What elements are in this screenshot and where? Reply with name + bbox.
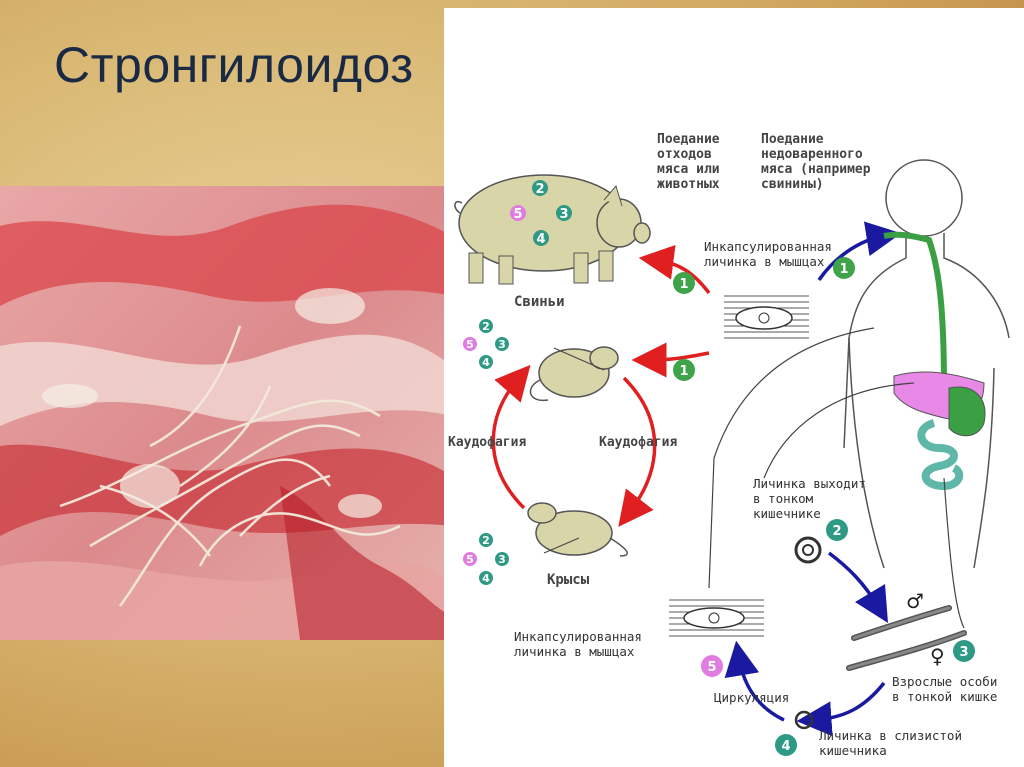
stage-badge-4: 4 xyxy=(775,734,797,756)
svg-text:5: 5 xyxy=(466,553,474,566)
svg-text:4: 4 xyxy=(482,572,490,585)
rat-upper-illustration xyxy=(529,346,619,402)
svg-text:5: 5 xyxy=(707,660,716,675)
svg-text:4: 4 xyxy=(781,739,790,754)
svg-text:5: 5 xyxy=(513,207,522,222)
label-pigs: Свиньи xyxy=(514,294,565,310)
stage-badge: 3 xyxy=(495,337,509,351)
label-caudophagy-right: Каудофагия xyxy=(599,435,678,450)
label-eating-waste: Поедание отходов мяса или животных xyxy=(657,132,720,192)
stage-badge-2: 2 xyxy=(826,519,848,541)
label-encapsulated-top: Инкапсулированная личинка в мышцах xyxy=(704,239,832,269)
svg-text:2: 2 xyxy=(482,534,490,547)
encapsulated-larva-top xyxy=(724,295,809,339)
svg-text:1: 1 xyxy=(839,262,848,277)
svg-text:1: 1 xyxy=(679,364,688,379)
stage-badge: 3 xyxy=(556,205,572,222)
stage-badge-1-pig: 1 xyxy=(673,272,695,294)
label-rats: Крысы xyxy=(547,572,590,588)
label-eating-undercooked: Поедание недоваренного мяса (например св… xyxy=(761,132,871,192)
label-adults: Взрослые особи в тонкой кишке xyxy=(892,674,998,704)
stage-badge: 5 xyxy=(463,337,477,351)
rat-lower-illustration xyxy=(527,502,628,557)
stage-badge: 2 xyxy=(532,180,548,197)
svg-text:5: 5 xyxy=(466,338,474,351)
label-circulation: Циркуляция xyxy=(714,690,790,705)
stage-badge: 4 xyxy=(533,230,549,247)
svg-text:4: 4 xyxy=(536,232,545,247)
stage-badge: 5 xyxy=(510,205,526,222)
stage-badge: 3 xyxy=(495,552,509,566)
svg-text:3: 3 xyxy=(498,338,506,351)
label-encapsulated-bottom: Инкапсулированная личинка в мышцах xyxy=(514,629,642,659)
female-symbol: ♀ xyxy=(930,644,945,668)
stage-badge: 4 xyxy=(479,571,493,585)
pig-illustration xyxy=(454,174,651,285)
tissue-photo xyxy=(0,186,452,640)
lifecycle-diagram: 2 3 4 5 2 3 4 5 2 3 4 5 1 1 1 2 3 4 5 ♂ … xyxy=(444,8,1024,767)
stage-badge-5: 5 xyxy=(701,655,723,677)
svg-text:2: 2 xyxy=(482,320,490,333)
svg-text:1: 1 xyxy=(679,277,688,292)
svg-text:3: 3 xyxy=(959,645,968,660)
svg-text:4: 4 xyxy=(482,356,490,369)
stage-badge: 5 xyxy=(463,552,477,566)
slide-title: Стронгилоидоз xyxy=(54,37,414,93)
stage-badge: 4 xyxy=(479,355,493,369)
human-silhouette xyxy=(843,159,1010,569)
svg-text:2: 2 xyxy=(535,182,544,197)
svg-text:2: 2 xyxy=(832,524,841,539)
label-caudophagy-left: Каудофагия xyxy=(448,435,527,450)
encapsulated-larva-bottom xyxy=(669,599,764,637)
stage-badge: 2 xyxy=(479,533,493,547)
label-larva-exits: Личинка выходит в тонком кишечнике xyxy=(753,476,866,521)
stage-badge-1-human: 1 xyxy=(833,257,855,279)
male-symbol: ♂ xyxy=(906,589,924,613)
stage-badge-1-rat: 1 xyxy=(673,359,695,381)
stage-badge-3: 3 xyxy=(953,640,975,662)
svg-text:3: 3 xyxy=(559,207,568,222)
svg-text:3: 3 xyxy=(498,553,506,566)
stage-badge: 2 xyxy=(479,319,493,333)
label-larva-mucosa: Личинка в слизистой кишечника xyxy=(819,728,962,758)
